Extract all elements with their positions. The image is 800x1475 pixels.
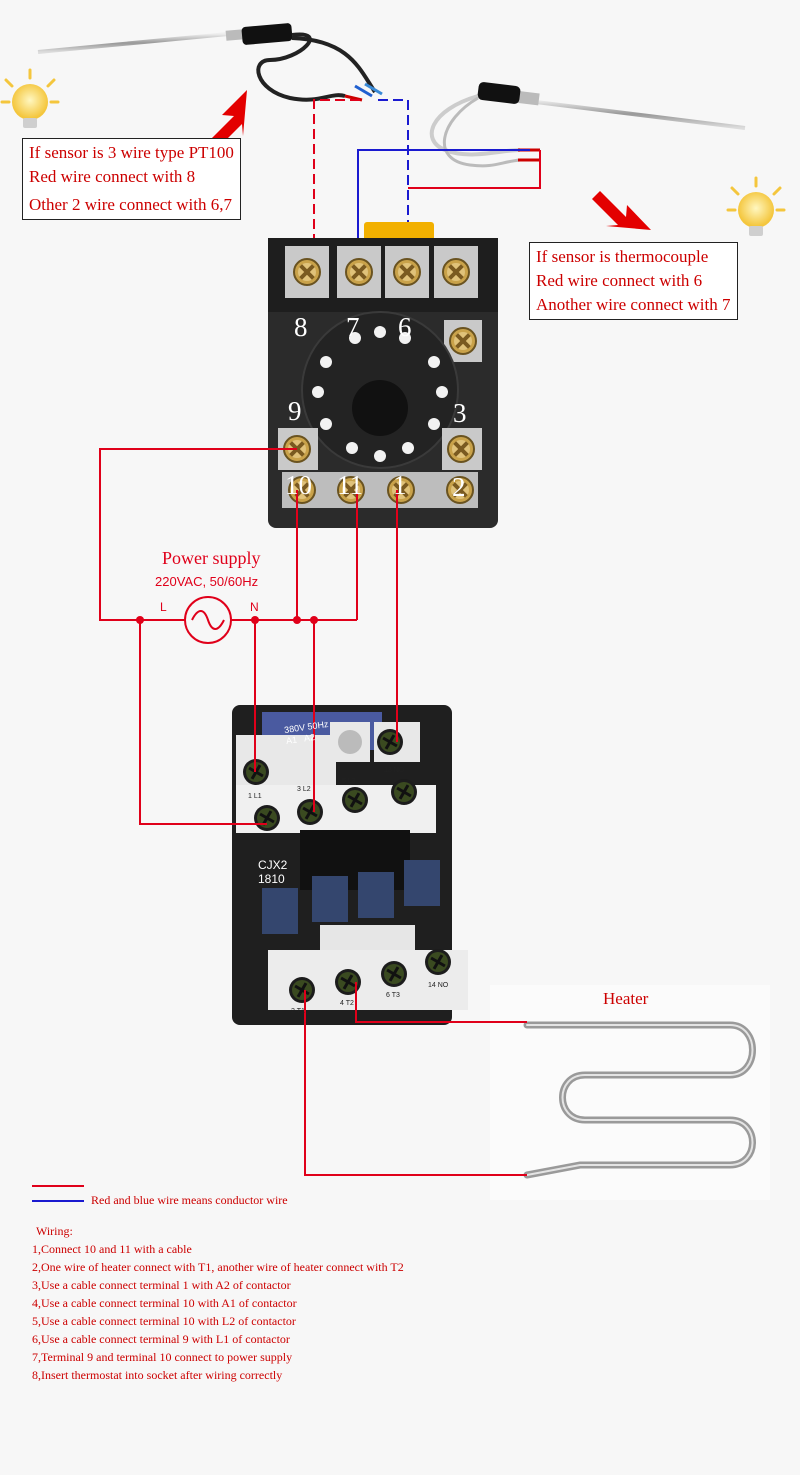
legend-text: Red and blue wire means conductor wire	[91, 1193, 288, 1207]
heater-label: Heater	[603, 989, 649, 1008]
thermocouple-probe	[429, 82, 746, 168]
power-supply-title: Power supply	[162, 548, 261, 568]
pt100-sensor-probe	[37, 23, 383, 102]
terminal-label-1: 1	[393, 470, 407, 500]
junction-dots	[136, 616, 318, 624]
terminal-label-3: 3	[453, 398, 467, 428]
heater-element	[490, 985, 770, 1200]
wiring-step: 7,Terminal 9 and terminal 10 connect to …	[32, 1350, 293, 1364]
wiring-instructions: Wiring: 1,Connect 10 and 11 with a cable…	[32, 1222, 404, 1384]
ac-source-symbol	[184, 596, 232, 644]
wiring-step: 4,Use a cable connect terminal 10 with A…	[32, 1296, 297, 1310]
power-supply-rating: 220VAC, 50/60Hz	[155, 574, 259, 589]
live-label: L	[160, 600, 167, 614]
contactor-terminal-13no: 13 NO	[384, 767, 405, 774]
wiring-title: Wiring:	[36, 1224, 73, 1238]
terminal-label-7: 7	[346, 312, 360, 342]
wiring-step: 5,Use a cable connect terminal 10 with L…	[32, 1314, 296, 1328]
contactor-terminal-14no: 14 NO	[428, 982, 449, 989]
arrow-icon-right	[592, 191, 651, 230]
contactor-terminal-l1: 1 L1	[248, 793, 262, 800]
pt100-note-line: Other 2 wire connect with 6,7	[29, 195, 232, 214]
terminal-label-2: 2	[452, 472, 466, 502]
pt100-note: If sensor is 3 wire type PT100 Red wire …	[22, 138, 241, 220]
contactor	[232, 705, 468, 1025]
contactor-terminal-l2: 3 L2	[297, 786, 311, 793]
contactor-terminal-t2: 4 T2	[340, 1000, 354, 1007]
terminal-label-9: 9	[288, 396, 302, 426]
thermocouple-note: If sensor is thermocouple Red wire conne…	[529, 242, 738, 320]
pt100-note-line: Red wire connect with 8	[29, 167, 196, 186]
pt100-note-line: If sensor is 3 wire type PT100	[29, 143, 234, 162]
wiring-step: 6,Use a cable connect terminal 9 with L1…	[32, 1332, 290, 1346]
arrow-icon-left	[208, 90, 247, 150]
terminal-label-6: 6	[398, 312, 412, 342]
thermocouple-note-line: Red wire connect with 6	[536, 271, 703, 290]
wiring-step: 2,One wire of heater connect with T1, an…	[32, 1260, 404, 1274]
wiring-step: 1,Connect 10 and 11 with a cable	[32, 1242, 192, 1256]
wiring-step: 8,Insert thermostat into socket after wi…	[32, 1368, 283, 1382]
thermocouple-note-line: If sensor is thermocouple	[536, 247, 709, 266]
contactor-model-line1: CJX2	[258, 858, 288, 872]
legend-wire-samples	[32, 1185, 84, 1202]
lightbulb-icon-left	[0, 68, 60, 128]
contactor-terminal-l3: 5 L3	[342, 778, 356, 785]
terminal-label-8: 8	[294, 312, 308, 342]
neutral-label: N	[250, 600, 259, 614]
thermocouple-note-line: Another wire connect with 7	[536, 295, 731, 314]
contactor-terminal-t3: 6 T3	[386, 992, 400, 999]
terminal-label-10: 10	[285, 470, 312, 500]
contactor-terminal-t1: 2 T1	[291, 1008, 305, 1015]
terminal-label-11: 11	[337, 470, 363, 500]
contactor-model-line2: 1810	[258, 872, 285, 886]
wiring-step: 3,Use a cable connect terminal 1 with A2…	[32, 1278, 291, 1292]
lightbulb-icon-right	[726, 176, 786, 236]
relay-socket	[268, 222, 498, 528]
sensor-wires	[313, 99, 541, 258]
